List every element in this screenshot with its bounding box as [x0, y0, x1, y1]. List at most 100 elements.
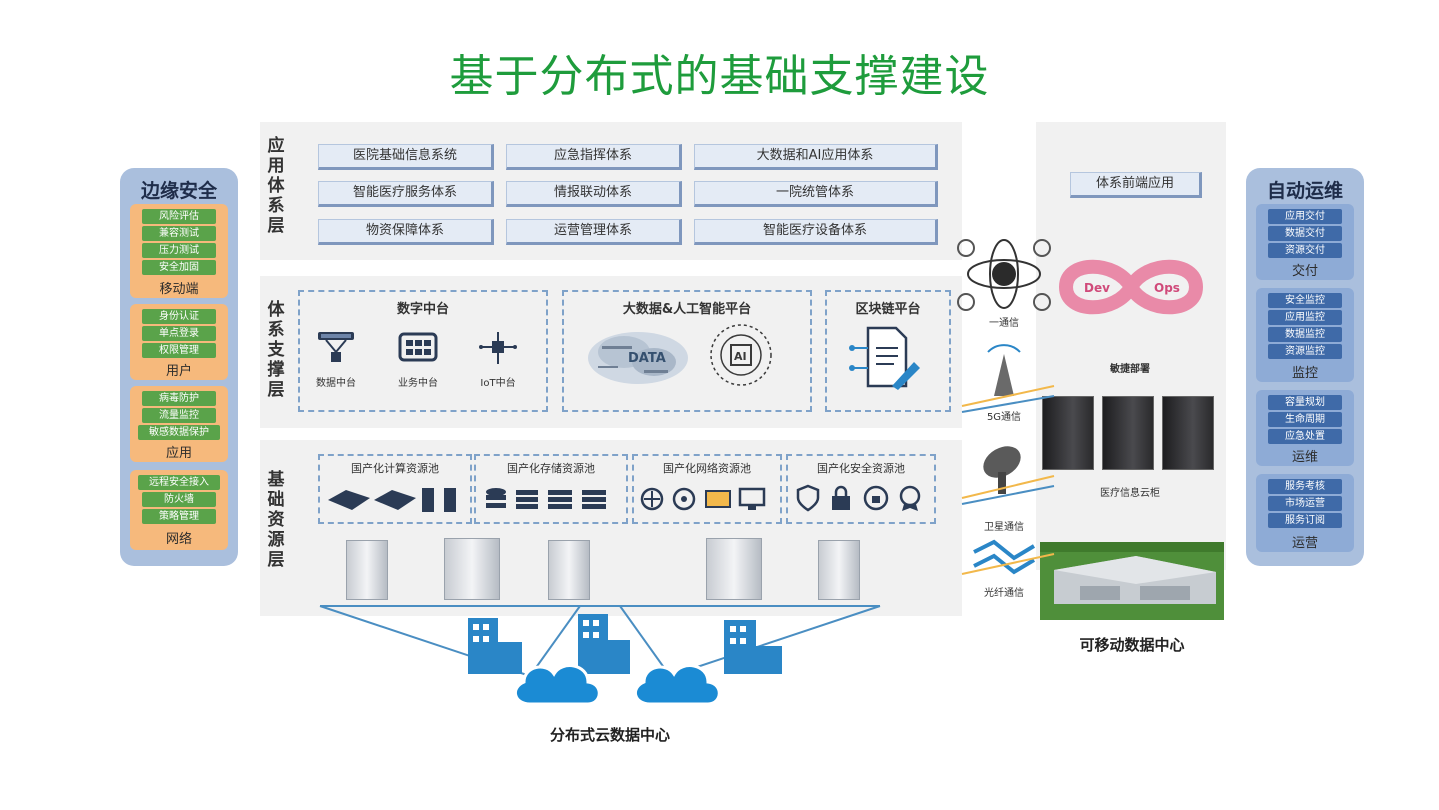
security-item: 敏感数据保护: [138, 425, 220, 440]
server-rack: [444, 538, 500, 600]
ops-item: 资源交付: [1268, 243, 1342, 258]
ops-item: 市场运营: [1268, 496, 1342, 511]
comm-label-5g: 5G通信: [986, 412, 1022, 423]
app-system-box: 情报联动体系: [506, 181, 682, 207]
server-rack: [706, 538, 762, 600]
iot-hub-icon: [479, 332, 517, 364]
security-group-user: 身份认证 单点登录 权限管理 用户: [130, 304, 228, 380]
ops-group-operate: 服务考核 市场运营 服务订阅 运营: [1256, 474, 1354, 552]
app-system-box: 智能医疗服务体系: [318, 181, 494, 207]
base-layer-label: 基础资源层: [267, 470, 285, 570]
devops-ops-text: Ops: [1154, 281, 1180, 295]
compute-server-icons: [328, 488, 456, 512]
security-item: 安全加固: [142, 260, 216, 275]
network-pool-box: [632, 454, 782, 524]
support-layer-label: 体系支撑层: [267, 300, 285, 400]
comms-links: [957, 239, 1055, 575]
app-system-box: 智能医疗设备体系: [694, 219, 938, 245]
comm-label-drone: 一通信: [989, 318, 1019, 329]
ops-item: 应急处置: [1268, 429, 1342, 444]
ops-group-delivery: 应用交付 数据交付 资源交付 交付: [1256, 204, 1354, 280]
cloud-cabinet-label: 医疗信息云柜: [1100, 488, 1160, 499]
bigdata-ai-title: 大数据&人工智能平台: [622, 302, 752, 317]
ops-group-label: 监控: [1291, 366, 1318, 381]
ops-item: 服务订阅: [1268, 513, 1342, 528]
ops-group-monitor: 安全监控 应用监控 数据监控 资源监控 监控: [1256, 288, 1354, 382]
security-group-label: 网络: [165, 532, 192, 547]
front-app-box: 体系前端应用: [1070, 172, 1202, 198]
devops-logo: Dev Ops: [1058, 259, 1204, 315]
blockchain-document-icon: [849, 326, 920, 390]
storage-icons: [486, 488, 606, 509]
security-item: 权限管理: [142, 343, 216, 358]
ops-item: 数据监控: [1268, 327, 1342, 342]
storage-pool-box: [474, 454, 628, 524]
server-rack: [818, 540, 860, 600]
ops-item: 应用交付: [1268, 209, 1342, 224]
pool-title: 国产化计算资源池: [351, 462, 439, 475]
business-hub-icon: [398, 332, 438, 362]
digital-item-label: 数据中台: [316, 378, 356, 389]
edge-security-panel: 边缘安全 风险评估 兼容测试 压力测试 安全加固 移动端 身份认证 单点登录 权…: [120, 168, 238, 566]
ops-item: 容量规划: [1268, 395, 1342, 410]
devops-dev-text: Dev: [1084, 281, 1110, 295]
security-pool-box: [786, 454, 936, 524]
pool-title: 国产化网络资源池: [663, 462, 751, 475]
ops-group-label: 运营: [1291, 536, 1318, 551]
ops-item: 安全监控: [1268, 293, 1342, 308]
security-item: 身份认证: [142, 309, 216, 324]
security-item: 策略管理: [142, 509, 216, 524]
app-system-box: 大数据和AI应用体系: [694, 144, 938, 170]
auto-ops-title: 自动运维: [1266, 180, 1343, 202]
cloud-cabinet-server: [1102, 396, 1154, 470]
edge-security-title: 边缘安全: [140, 180, 217, 202]
security-group-mobile: 风险评估 兼容测试 压力测试 安全加固 移动端: [130, 204, 228, 298]
compute-pool-box: [318, 454, 472, 524]
data-cloud-text: DATA: [628, 351, 666, 366]
distributed-cloud-graphic: [319, 605, 881, 706]
ops-item: 服务考核: [1268, 479, 1342, 494]
cloud-cabinet-server: [1042, 396, 1094, 470]
app-layer-label: 应用体系层: [267, 136, 285, 236]
page-title: 基于分布式的基础支撑建设: [449, 51, 990, 102]
security-item: 压力测试: [142, 243, 216, 258]
app-system-box: 一院统管体系: [694, 181, 938, 207]
devops-label: 敏捷部署: [1110, 364, 1150, 375]
security-item: 兼容测试: [142, 226, 216, 241]
security-item: 防火墙: [142, 492, 216, 507]
bigdata-ai-platform-box: [562, 290, 812, 412]
security-item: 流量监控: [142, 408, 216, 423]
security-item: 单点登录: [142, 326, 216, 341]
ai-chip-text: AI: [734, 350, 747, 363]
ops-group-label: 运维: [1291, 450, 1318, 465]
auto-ops-panel: 自动运维 应用交付 数据交付 资源交付 交付 安全监控 应用监控 数据监控 资源…: [1246, 168, 1364, 566]
mobile-datacenter-caption: 可移动数据中心: [1079, 636, 1185, 654]
security-icons: [796, 484, 921, 512]
pool-title: 国产化安全资源池: [817, 462, 905, 475]
data-cloud-image: DATA: [588, 332, 688, 384]
security-item: 病毒防护: [142, 391, 216, 406]
distributed-cloud-caption: 分布式云数据中心: [549, 726, 670, 744]
security-group-label: 应用: [165, 446, 192, 461]
app-system-box: 物资保障体系: [318, 219, 494, 245]
ops-group-label: 交付: [1291, 264, 1318, 279]
comm-label-satellite: 卫星通信: [984, 522, 1024, 533]
pool-title: 国产化存储资源池: [507, 462, 595, 475]
ops-item: 应用监控: [1268, 310, 1342, 325]
ops-item: 数据交付: [1268, 226, 1342, 241]
security-group-label: 移动端: [159, 282, 199, 297]
security-item: 远程安全接入: [138, 475, 220, 490]
digital-item-label: IoT中台: [480, 378, 516, 389]
data-hub-icon: [318, 332, 354, 362]
app-system-box: 医院基础信息系统: [318, 144, 494, 170]
security-group-label: 用户: [165, 364, 192, 379]
digital-platform-title: 数字中台: [396, 302, 449, 317]
app-system-box: 运营管理体系: [506, 219, 682, 245]
digital-platform-box: [298, 290, 548, 412]
security-item: 风险评估: [142, 209, 216, 224]
blockchain-platform-box: [825, 290, 951, 412]
ops-item: 资源监控: [1268, 344, 1342, 359]
app-system-box: 应急指挥体系: [506, 144, 682, 170]
network-icons: [640, 487, 766, 511]
ai-chip-icon: AI: [710, 324, 772, 386]
